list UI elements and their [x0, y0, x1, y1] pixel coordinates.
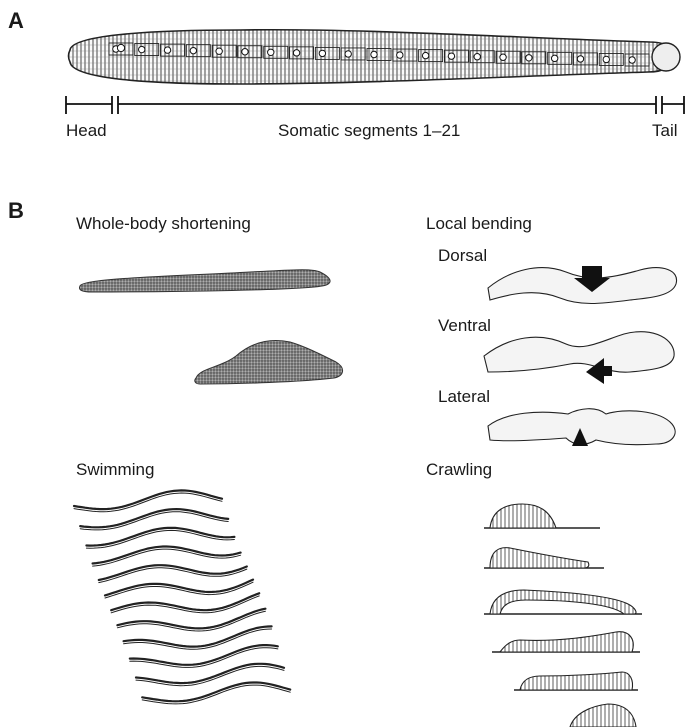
segment-ganglion: [500, 54, 506, 60]
ventral-bend-leech: [484, 332, 674, 373]
swim-body: [99, 565, 247, 580]
segment-ganglion: [577, 56, 583, 62]
segment-ganglion: [242, 49, 248, 55]
swim-body-edge: [99, 568, 247, 583]
segment-ganglion: [319, 50, 325, 56]
swim-body: [105, 580, 253, 596]
segment-ganglion: [345, 51, 351, 57]
segment-scale-bar: [66, 96, 684, 114]
segment-ganglion: [371, 51, 377, 57]
head-ganglion: [117, 44, 124, 51]
crawl-step-4: [500, 632, 633, 652]
segment-ganglion: [422, 52, 428, 58]
posterior-sucker: [652, 43, 680, 71]
whole-body-shortening-drawing: [80, 270, 343, 384]
crawl-step-2: [490, 548, 589, 568]
segment-ganglion: [190, 47, 196, 53]
swimming-drawing: [74, 490, 290, 704]
segment-ganglion: [293, 50, 299, 56]
swim-body: [86, 528, 234, 546]
segment-ganglion: [629, 57, 635, 63]
segment-ganglion: [448, 53, 454, 59]
segment-ganglion: [474, 54, 480, 60]
crawl-step-3: [490, 590, 636, 614]
leech-shortened: [195, 341, 343, 384]
swim-body-edge: [86, 530, 234, 548]
crawling-drawing: [484, 504, 642, 727]
swim-body: [142, 683, 290, 702]
crawl-step-5: [520, 672, 633, 690]
leech-extended: [80, 270, 331, 292]
swim-body-edge: [105, 582, 253, 598]
crawl-step-6: [570, 704, 636, 727]
local-bending-drawings: [484, 266, 677, 446]
swim-body: [111, 593, 259, 610]
swim-body-edge: [93, 549, 241, 566]
segment-ganglion: [603, 56, 609, 62]
crawl-step-1: [490, 504, 556, 528]
segment-ganglion: [268, 49, 274, 55]
segment-ganglion: [551, 55, 557, 61]
segment-ganglion: [216, 48, 222, 54]
leech-body-diagram: [69, 30, 681, 84]
segment-ganglion: [139, 46, 145, 52]
swim-body: [74, 490, 222, 509]
segment-ganglion: [164, 47, 170, 53]
segment-ganglion: [526, 55, 532, 61]
segment-ganglion: [397, 52, 403, 58]
